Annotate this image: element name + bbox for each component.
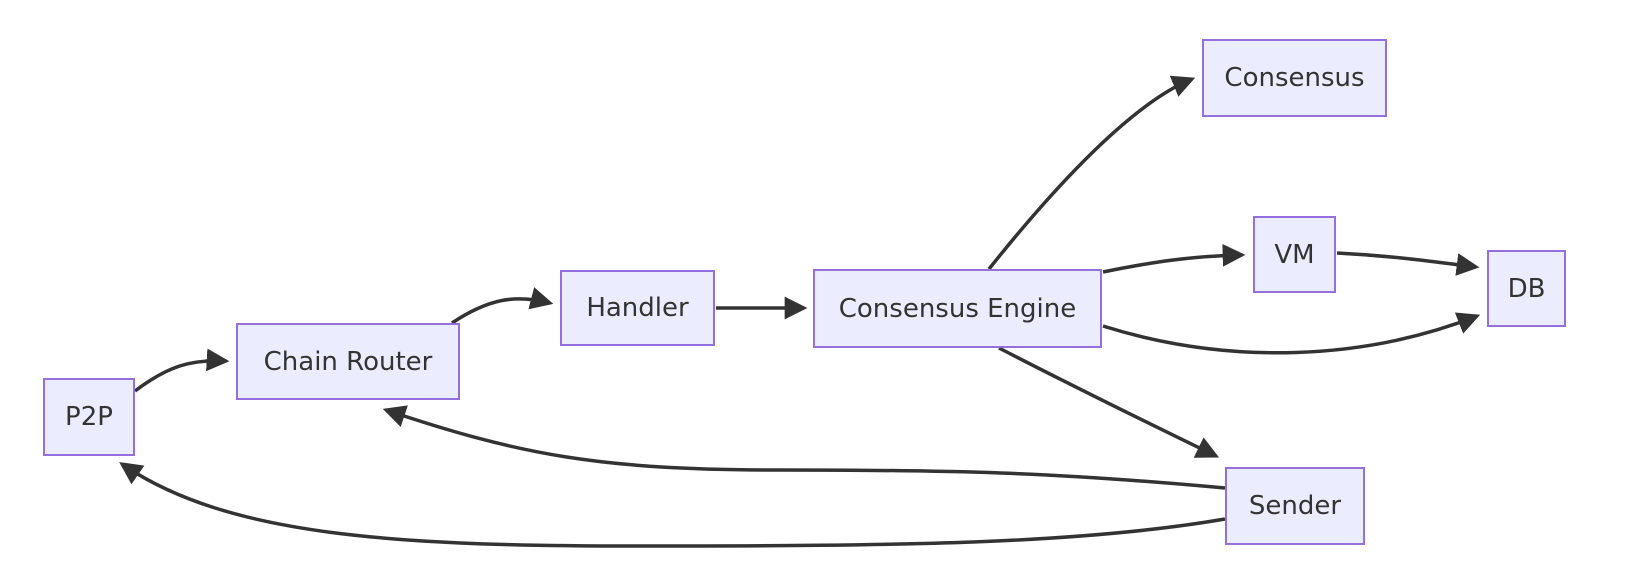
node-consensus-engine: Consensus Engine	[813, 269, 1102, 348]
node-chain-router: Chain Router	[236, 323, 460, 400]
node-consensus-label: Consensus	[1224, 63, 1365, 93]
edge-consensus-engine-to-sender	[998, 346, 1220, 458]
node-handler-label: Handler	[586, 293, 689, 323]
node-sender-label: Sender	[1248, 491, 1342, 521]
edge-vm-to-db	[1336, 251, 1480, 276]
edge-consensus-engine-to-consensus	[987, 75, 1196, 271]
edge-consensus-engine-to-vm	[1102, 244, 1246, 274]
node-consensus-engine-label: Consensus Engine	[838, 293, 1077, 324]
edge-p2p-to-chain-router	[133, 348, 230, 393]
edge-sender-to-p2p	[119, 462, 1226, 548]
edge-chain-router-to-handler	[451, 287, 554, 325]
node-vm: VM	[1253, 216, 1336, 293]
node-chain-router-label: Chain Router	[263, 346, 433, 377]
node-p2p: P2P	[43, 378, 135, 456]
node-db: DB	[1487, 250, 1566, 327]
node-db-label: DB	[1507, 273, 1546, 304]
node-handler: Handler	[560, 270, 715, 346]
node-sender: Sender	[1225, 467, 1365, 545]
node-p2p-label: P2P	[65, 402, 113, 432]
edge-consensus-engine-to-db	[1102, 312, 1481, 355]
edge-sender-to-chain-router	[382, 405, 1226, 490]
node-consensus: Consensus	[1202, 39, 1387, 117]
node-vm-label: VM	[1274, 239, 1315, 270]
